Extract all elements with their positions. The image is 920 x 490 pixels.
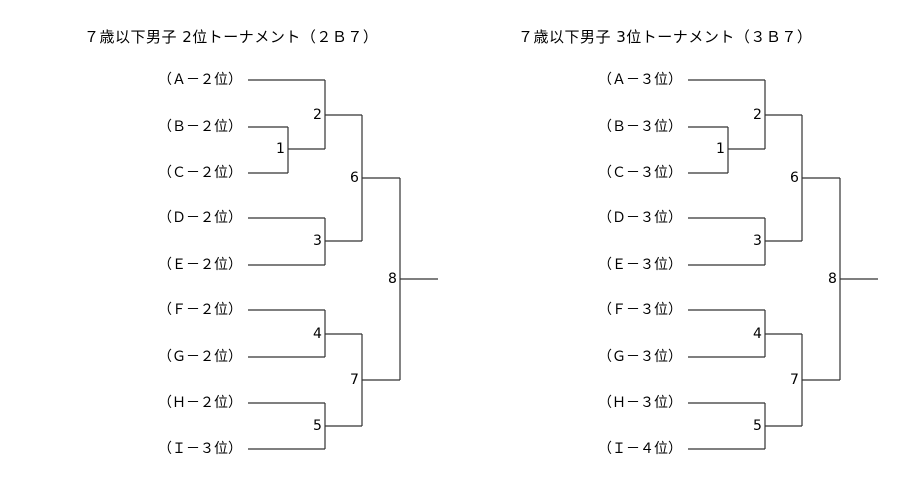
seed-e: （Ｅ－３位）	[598, 257, 682, 273]
match-number-final: 8	[388, 271, 397, 287]
match-number: 2	[753, 107, 762, 123]
match-number: 4	[313, 326, 322, 342]
match-number: 7	[350, 372, 359, 388]
seed-g: （Ｇ－３位）	[598, 349, 682, 365]
bracket-2b7: ７歳以下男子 2位トーナメント（２Ｂ７） （Ａ－２位） （Ｂ－２位） （Ｃ－２位…	[84, 28, 438, 457]
seed-b: （Ｂ－２位）	[158, 119, 242, 135]
seed-e: （Ｅ－２位）	[158, 257, 242, 273]
seed-c: （Ｃ－３位）	[598, 165, 682, 181]
match-number: 5	[313, 418, 322, 434]
match-number-final: 8	[828, 271, 837, 287]
match-number: 6	[790, 170, 799, 186]
match-number: 7	[790, 372, 799, 388]
seed-i: （Ｉ－４位）	[598, 441, 682, 457]
bracket-title: ７歳以下男子 2位トーナメント（２Ｂ７）	[84, 28, 379, 46]
match-number: 3	[313, 233, 322, 249]
seed-d: （Ｄ－２位）	[158, 210, 242, 226]
match-number: 3	[753, 233, 762, 249]
match-number: 1	[276, 141, 285, 157]
seed-a: （Ａ－２位）	[158, 72, 242, 88]
seed-i: （Ｉ－３位）	[158, 441, 242, 457]
seed-a: （Ａ－３位）	[598, 72, 682, 88]
seed-d: （Ｄ－３位）	[598, 210, 682, 226]
bracket-title: ７歳以下男子 3位トーナメント（３Ｂ７）	[518, 28, 813, 46]
match-number: 6	[350, 170, 359, 186]
bracket-3b7: ７歳以下男子 3位トーナメント（３Ｂ７） （Ａ－３位） （Ｂ－３位） （Ｃ－３位…	[440, 0, 900, 490]
seed-b: （Ｂ－３位）	[598, 119, 682, 135]
match-number: 4	[753, 326, 762, 342]
seed-h: （Ｈ－３位）	[598, 395, 682, 411]
seed-f: （Ｆ－３位）	[598, 302, 682, 318]
seed-f: （Ｆ－２位）	[158, 302, 242, 318]
match-number: 5	[753, 418, 762, 434]
seed-h: （Ｈ－２位）	[158, 395, 242, 411]
seed-g: （Ｇ－２位）	[158, 349, 242, 365]
match-number: 1	[716, 141, 725, 157]
match-number: 2	[313, 107, 322, 123]
seed-c: （Ｃ－２位）	[158, 165, 242, 181]
bracket-lines	[248, 79, 438, 450]
bracket-lines	[688, 79, 878, 450]
